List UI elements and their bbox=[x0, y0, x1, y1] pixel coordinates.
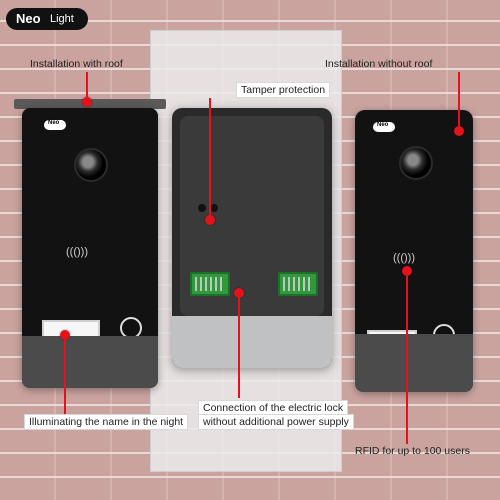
brand-neo-text: Neo bbox=[16, 11, 41, 26]
label-electric-lock-line1: Connection of the electric lock bbox=[198, 400, 349, 416]
right-mini-logo: Neo bbox=[373, 122, 395, 132]
terminal-block-right-icon bbox=[278, 272, 318, 296]
tamper-sensor-icon bbox=[198, 204, 206, 212]
right-mini-logo-text: Neo bbox=[377, 122, 389, 128]
center-device-back bbox=[172, 108, 332, 368]
callout-dot-electric-lock bbox=[234, 288, 244, 298]
callout-line-electric-lock bbox=[238, 298, 240, 398]
label-tamper-protection: Tamper protection bbox=[236, 82, 331, 98]
callout-line-illumination bbox=[64, 340, 66, 414]
callout-line-without-roof bbox=[458, 72, 460, 126]
label-installation-with-roof: Installation with roof bbox=[30, 58, 123, 70]
callout-dot-roof bbox=[82, 97, 92, 107]
label-rfid-users: RFID for up to 100 users bbox=[355, 445, 470, 457]
right-device-base bbox=[355, 334, 473, 392]
right-camera-icon bbox=[399, 146, 433, 180]
left-rfid-icon: ((())) bbox=[66, 246, 88, 258]
brand-logo: Neo Light bbox=[6, 8, 88, 30]
label-electric-lock-line2: without additional power supply bbox=[198, 414, 354, 430]
left-camera-icon bbox=[74, 148, 108, 182]
callout-dot-rfid bbox=[402, 266, 412, 276]
callout-line-roof bbox=[86, 72, 88, 97]
callout-dot-without-roof bbox=[454, 126, 464, 136]
callout-line-tamper bbox=[209, 98, 211, 215]
brand-light-text: Light bbox=[50, 13, 74, 25]
label-installation-without-roof: Installation without roof bbox=[325, 58, 433, 70]
tamper-sensor-icon-2 bbox=[210, 204, 218, 212]
callout-dot-tamper bbox=[205, 215, 215, 225]
terminal-block-left-icon bbox=[190, 272, 230, 296]
right-rfid-icon: ((())) bbox=[393, 252, 415, 264]
left-mini-logo-text: Neo bbox=[48, 120, 60, 126]
left-intercom-device: Neo ((())) bbox=[22, 108, 158, 388]
callout-line-rfid bbox=[406, 276, 408, 444]
center-bottom-shroud bbox=[172, 316, 332, 368]
callout-dot-illumination bbox=[60, 330, 70, 340]
left-mini-logo: Neo bbox=[44, 120, 66, 130]
left-device-base bbox=[22, 336, 158, 388]
label-illuminating-name: Illuminating the name in the night bbox=[24, 414, 189, 430]
right-intercom-device: Neo ((())) bbox=[355, 110, 473, 392]
